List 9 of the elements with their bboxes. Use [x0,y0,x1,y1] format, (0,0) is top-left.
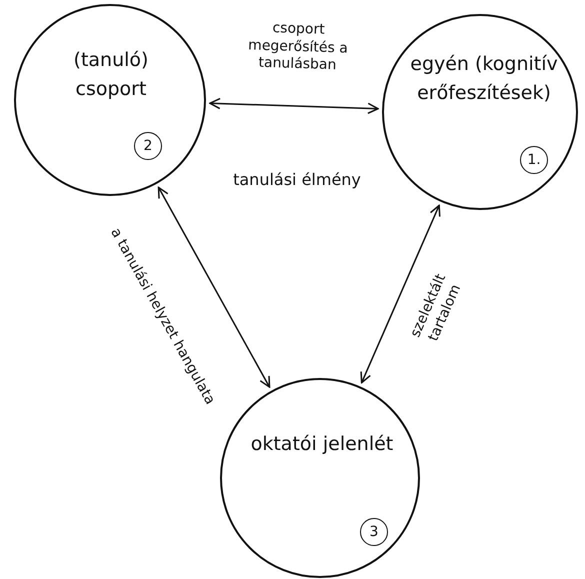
node-title: (tanuló) csoport [72,48,150,102]
double-arrow [360,204,440,384]
circled-number: 2 [134,132,162,160]
circled-number: 3 [360,518,388,546]
circled-number: 1. [520,146,548,174]
double-arrow [158,186,270,388]
node-title: oktatói jelenlét [250,432,394,457]
node-title: egyén (kognitív erőfeszítések) [409,52,559,106]
double-arrow [209,98,379,114]
